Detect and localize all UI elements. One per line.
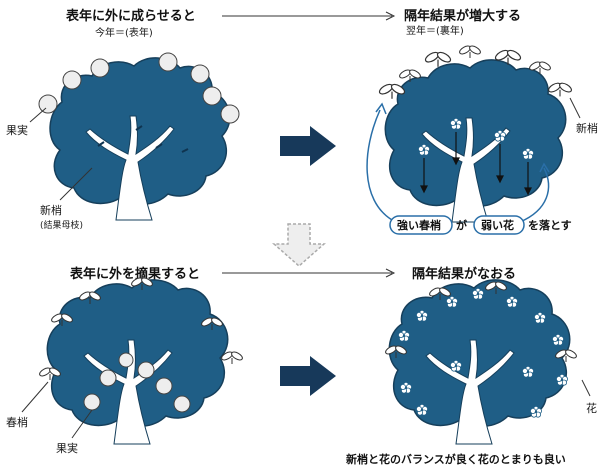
label-shoot: 新梢 (40, 203, 62, 217)
bottom-right-heading: 隔年結果がなおる (412, 266, 516, 282)
curve-arrow-left (366, 109, 393, 221)
leader-line (59, 167, 93, 201)
fruit (202, 86, 222, 106)
thin-arrow-top (222, 11, 396, 21)
leader-line (21, 381, 49, 413)
note-pill-strong-shoot (389, 215, 453, 235)
fruit (38, 94, 58, 114)
inner-fruits (83, 352, 191, 413)
thin-arrow-bottom (222, 268, 396, 278)
tree-bottom-left (37, 275, 245, 445)
note-ga: が (456, 218, 467, 232)
bottom-caption: 新梢と花のバランスが良く花のとまりも良い (346, 452, 566, 466)
top-right-heading: 隔年結果が増大する (404, 8, 521, 24)
tree-bottom-right (383, 279, 579, 445)
bottom-left-heading: 表年に外を摘果すると (69, 266, 200, 282)
panel-bottom-right: 隔年結果がなおる (346, 266, 597, 466)
panel-bottom-left: 表年に外を摘果すると 春梢 果実 (6, 266, 245, 455)
label-flower: 花 (586, 402, 597, 415)
panel-top-right: 隔年結果が増大する 翌年＝(裏年) (366, 8, 598, 235)
note-pill-weak-flower (473, 215, 525, 235)
drop-arrows (420, 132, 532, 196)
label-spring-shoot: 春梢 (6, 415, 28, 429)
top-left-heading: 表年に外に成らせると (65, 8, 196, 24)
curve-arrow-right (519, 167, 550, 223)
label-fruit: 果実 (56, 441, 78, 455)
canopy (388, 279, 571, 428)
big-arrow-top (280, 126, 336, 166)
fruits (38, 52, 240, 124)
label-shoot-sub: (結果母枝) (40, 219, 83, 231)
fruit (158, 52, 178, 72)
leader-line (569, 97, 581, 119)
leader-line (29, 107, 47, 123)
fruit (90, 58, 110, 78)
leader-line (581, 379, 591, 397)
top-left-subheading: 今年＝(表年) (95, 26, 153, 39)
big-arrow-bottom (280, 356, 336, 396)
small-shoots (97, 125, 189, 153)
canopy (384, 59, 567, 208)
fruit (62, 70, 82, 90)
tree-top-right (377, 43, 574, 223)
dashed-down-arrow (272, 223, 326, 267)
note-strong-shoot: 強い春梢 (397, 218, 441, 232)
top-right-subheading: 翌年＝(裏年) (406, 24, 464, 37)
leader-line (71, 409, 93, 439)
panel-top-left: 表年に外に成らせると 今年＝(表年) 果実 新梢 (結果母枝) (6, 8, 240, 231)
label-shoot: 新梢 (576, 121, 598, 135)
fruit (220, 104, 240, 124)
note-weak-flower: 弱い花 (481, 218, 514, 232)
fruit (190, 64, 210, 84)
tree-top-left (38, 52, 240, 221)
note-drop: を落とす (528, 218, 572, 232)
label-fruit: 果実 (6, 123, 28, 137)
